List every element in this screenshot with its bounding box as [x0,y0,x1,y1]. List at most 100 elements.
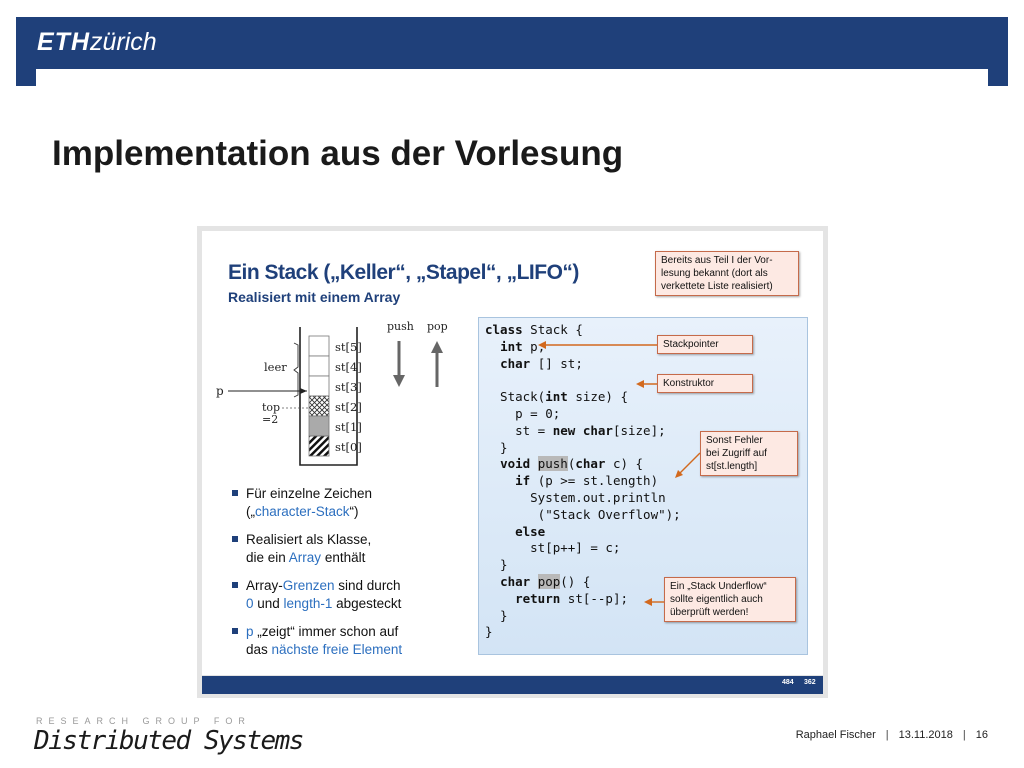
bullet-text: „zeigt“ immer schon auf [253,624,399,639]
bullet-text: die ein [246,550,289,565]
bullet-item: p „zeigt“ immer schon auf das nächste fr… [232,623,472,659]
slide-footer-bar: 484 362 [202,676,823,694]
code-line: ("Stack Overflow"); [485,506,681,522]
header-right-tab [988,69,1008,86]
footer-date: 13.11.2018 [898,729,953,741]
note-bereits: Bereits aus Teil I der Vor- lesung bekan… [655,251,799,296]
note-underflow-line3: überprüft werden! [670,607,749,618]
note-stackpointer: Stackpointer [657,335,753,354]
bullet-line: die ein Array enthält [246,549,472,567]
bullet-highlight: 0 [246,596,254,611]
eth-logo-rest: zürich [90,28,157,56]
embedded-slide: Ein Stack („Keller“, „Stapel“, „LIFO“) R… [197,226,828,698]
note-sonst-line1: Sonst Fehler [706,435,763,446]
leer-brace [293,342,299,398]
bullet-highlight: p [246,624,254,639]
header-left-tab [16,69,36,86]
bullet-item: Für einzelne Zeichen („character-Stack“) [232,485,472,521]
code-line: else [515,523,546,539]
bullet-text: Realisiert als Klasse, [246,532,372,547]
p-label: p [216,384,224,398]
slide-footer-number-right: 362 [804,679,816,686]
code-line: char pop() { [500,573,591,589]
cell-st0 [308,435,330,457]
cell-label-st0: st[0] [335,440,362,454]
note-bereits-line2: lesung bekannt (dort als [661,268,768,279]
slide-subtitle: Realisiert mit einem Array [228,289,401,305]
push-label: push [387,320,414,333]
footer-separator: | [962,729,966,741]
code-line: class Stack { [485,322,583,337]
p-arrowhead [300,388,307,394]
footer-separator: | [885,729,889,741]
code-line: } [485,557,508,573]
footer-research-group: RESEARCH GROUP FOR [36,716,251,726]
eth-logo-bold: ETH [37,28,90,56]
code-line: int p; [500,338,546,354]
note-sonst-line2: bei Zugriff auf [706,448,767,459]
note-sonst-line3: st[st.length] [706,461,758,472]
bullet-line: („character-Stack“) [246,503,472,521]
cell-st4 [308,355,330,377]
cell-st5 [308,335,330,357]
code-line: } [485,439,508,455]
bullet-text: das [246,642,272,657]
bullet-text: abgesteckt [332,596,402,611]
cell-st2 [308,395,330,417]
bullet-list: Für einzelne Zeichen („character-Stack“)… [232,485,472,669]
note-bereits-line1: Bereits aus Teil I der Vor- [661,255,773,266]
stack-container [299,327,358,466]
code-line: } [485,624,493,640]
code-line: if (p >= st.length) [515,473,659,489]
bullet-text: und [253,596,284,611]
slide-content: Ein Stack („Keller“, „Stapel“, „LIFO“) R… [202,231,823,675]
bullet-text: Für einzelne Zeichen [246,486,373,501]
code-line: void push(char c) { [500,456,644,472]
code-line [485,372,681,389]
code-text: class Stack { int p; char [] st; Stack(i… [485,322,681,641]
cell-label-st3: st[3] [335,380,362,394]
page-title: Implementation aus der Vorlesung [52,134,624,173]
bullet-item: Array-Grenzen sind durch 0 und length-1 … [232,577,472,613]
bullet-text: “) [349,504,359,519]
cell-st1 [308,415,330,437]
bullet-line: Für einzelne Zeichen [246,485,472,503]
footer-author: Raphael Fischer [795,729,876,741]
note-underflow: Ein „Stack Underflow“ sollte eigentlich … [664,577,796,622]
footer-page-number: 16 [975,729,988,741]
code-line: } [485,607,508,623]
bullet-highlight: Grenzen [282,578,335,593]
stack-diagram: st[5] st[4] st[3] st[2] st[1] st[0] leer… [216,320,448,466]
bullet-highlight: length-1 [283,596,333,611]
bullet-text: („ [246,504,255,519]
cell-label-st4: st[4] [335,360,362,374]
top-label: top [262,401,280,414]
bullet-highlight: nächste freie Element [271,642,403,657]
bullet-highlight: Array [288,550,322,565]
note-sonst: Sonst Fehler bei Zugriff auf st[st.lengt… [700,431,798,476]
code-line: System.out.println [485,489,666,505]
bullet-text: sind durch [334,578,401,593]
bullet-text: enthält [321,550,366,565]
slide-title: Ein Stack („Keller“, „Stapel“, „LIFO“) [228,261,579,284]
bullet-item: Realisiert als Klasse, die ein Array ent… [232,531,472,567]
bullet-line: Array-Grenzen sind durch [246,577,472,595]
code-line: p = 0; [485,405,561,421]
top-value: =2 [262,413,278,426]
code-line: Stack(int size) { [485,389,629,405]
bullet-line: p „zeigt“ immer schon auf [246,623,472,641]
note-konstruktor: Konstruktor [657,374,753,393]
code-line: char [] st; [500,355,583,371]
cell-label-st5: st[5] [335,340,362,354]
code-line: st = new char[size]; [485,422,666,438]
code-line: st[p++] = c; [485,540,621,556]
pop-label: pop [427,320,448,333]
eth-logo: ETHzürich [37,27,157,57]
eth-header-bar: ETHzürich [16,17,1008,86]
bullet-highlight: character-Stack [255,504,350,519]
footer-group-name: Distributed Systems [34,726,304,756]
push-arrowhead [393,375,405,387]
bullet-line: Realisiert als Klasse, [246,531,472,549]
code-line: return st[--p]; [515,590,628,606]
cell-st3 [308,375,330,397]
